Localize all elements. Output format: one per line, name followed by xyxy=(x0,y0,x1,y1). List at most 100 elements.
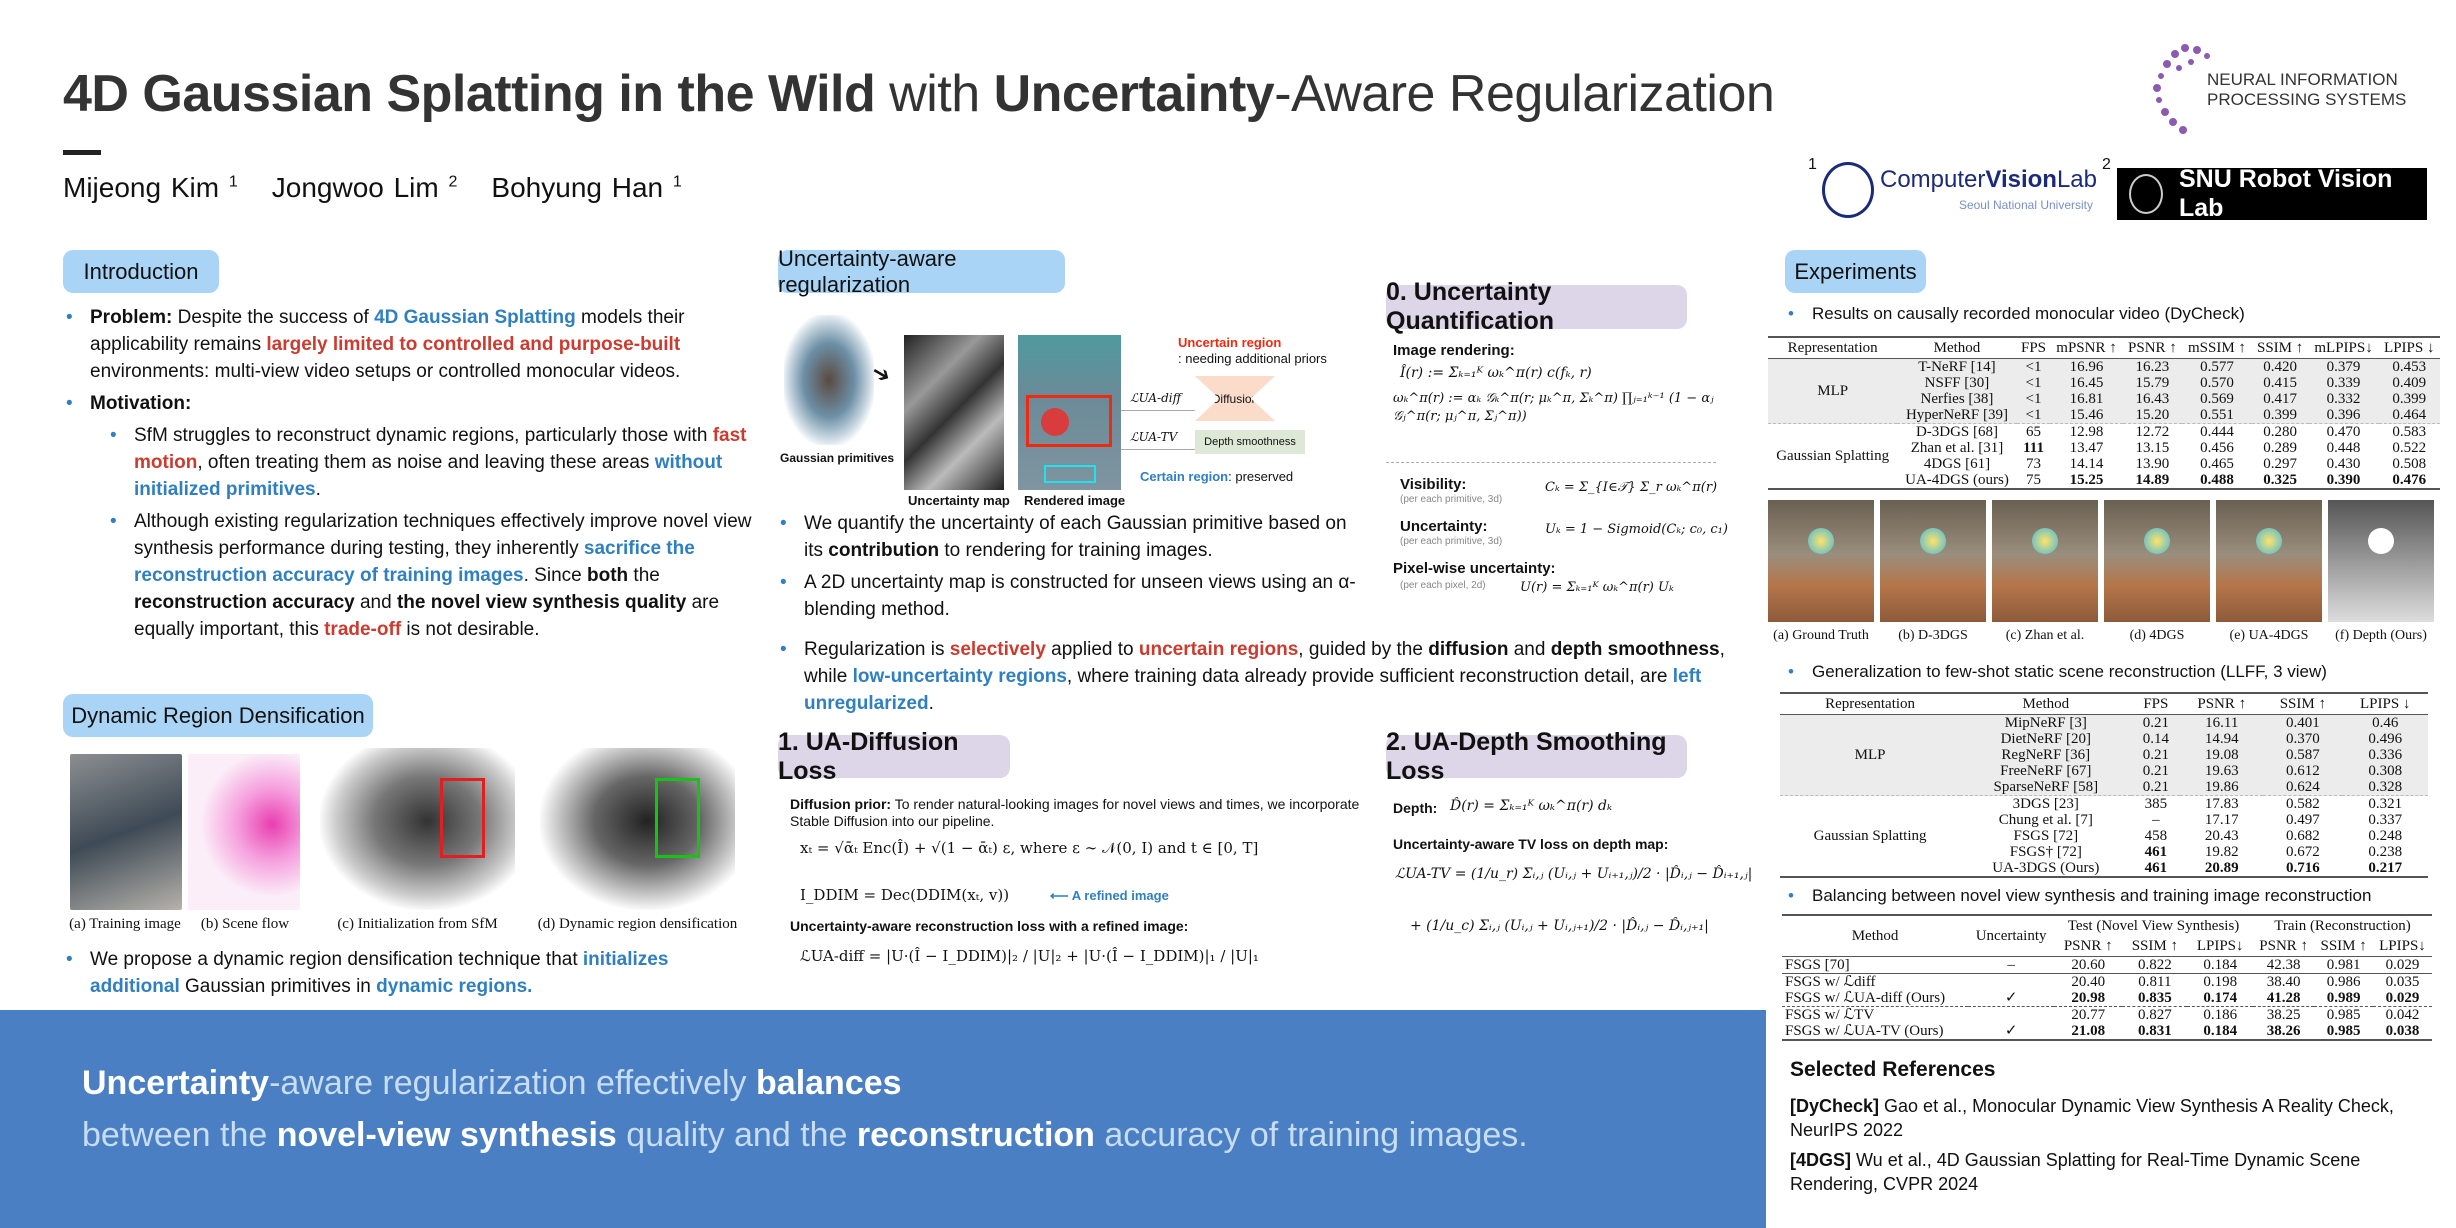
table-cell: 0.811 xyxy=(2138,974,2172,990)
tv-eq1: ℒUA-TV = (1/u_r) Σᵢ,ⱼ (Uᵢ,ⱼ + Uᵢ₊₁,ⱼ)/2 … xyxy=(1395,866,1753,882)
reference-item: [DyCheck] Gao et al., Monocular Dynamic … xyxy=(1790,1094,2430,1142)
qualitative-photo xyxy=(1768,500,1874,622)
table-cell: 461 xyxy=(2144,844,2168,860)
table-cell: UA-4DGS (ours) xyxy=(1905,472,2009,488)
table-cell: Zhan et al. [31] xyxy=(1910,440,2004,456)
table-cell: 0.21 xyxy=(2131,763,2181,779)
pinwheel-icon xyxy=(1808,528,1834,554)
text-segment: dynamic regions. xyxy=(376,976,533,997)
table-cell: 12.98 xyxy=(2069,424,2104,440)
table-cell: 0.716 xyxy=(2285,860,2320,876)
reference-item: [4DGS] Wu et al., 4D Gaussian Splatting … xyxy=(1790,1148,2430,1196)
text-segment: trade-off xyxy=(324,619,402,640)
text-segment: reconstruction xyxy=(856,1116,1095,1154)
takeaway-banner: Uncertainty-aware regularization effecti… xyxy=(0,1010,1766,1228)
references-list: [DyCheck] Gao et al., Monocular Dynamic … xyxy=(1790,1094,2430,1202)
table-cell: 0.370 xyxy=(2263,731,2343,747)
exp-bullet-1: Results on causally recorded monocular v… xyxy=(1788,302,2448,326)
pixel-eq: U(r) = Σₖ₌₁ᴷ ωₖ^π(r) Uₖ xyxy=(1520,580,1674,595)
table-cell: RegNeRF [36] xyxy=(1960,747,2132,763)
qualitative-photo xyxy=(2104,500,2210,622)
table-cell: FSGS w/ ℒTV xyxy=(1785,1007,1875,1023)
column-header: LPIPS ↓ xyxy=(2378,337,2440,359)
exp-bullet-2: Generalization to few-shot static scene … xyxy=(1788,660,2448,684)
visibility-sub: (per each primitive, 3d) xyxy=(1400,494,1503,505)
table-cell: D-3DGS [68] xyxy=(1915,424,1999,440)
table-cell: 0.336 xyxy=(2342,747,2428,763)
table-cell: 0.339 xyxy=(2308,375,2379,391)
column-header: PSNR ↑ xyxy=(2122,337,2183,359)
cvl-logo: 1 ComputerVisionLab Seoul National Unive… xyxy=(1808,156,2097,222)
table-cell: 0.583 xyxy=(2392,424,2427,440)
text-segment: is not desirable. xyxy=(401,619,540,640)
prior-text: To render natural-looking images for nov… xyxy=(790,796,1360,829)
table-cell: 385 xyxy=(2144,796,2168,812)
text-segment: diffusion xyxy=(1428,639,1509,660)
text-segment: A 2D uncertainty map is constructed for … xyxy=(804,572,1356,620)
uncertainty-label: Uncertainty: xyxy=(1400,518,1488,535)
intro-bullet-motivation: Motivation: SfM struggles to reconstruct… xyxy=(66,390,756,643)
column-header: FPS xyxy=(2016,337,2051,359)
table-cell: 0.21 xyxy=(2131,714,2181,731)
intro-sub-bullet: SfM struggles to reconstruct dynamic reg… xyxy=(110,422,756,503)
column-header: Method xyxy=(1782,915,1969,957)
table-cell: 14.94 xyxy=(2180,731,2264,747)
table-cell: 0.297 xyxy=(2263,456,2298,472)
table-cell: 0.672 xyxy=(2285,844,2320,860)
text-segment: without initialized primitives xyxy=(134,452,723,500)
column-header: PSNR ↑ xyxy=(2054,936,2123,957)
table-cell: 0.587 xyxy=(2263,747,2343,763)
l-uadiff-label: ℒUA-diff xyxy=(1130,391,1182,405)
cvl-a: Computer xyxy=(1880,166,1986,193)
table-cell: 0.577 xyxy=(2182,358,2252,375)
divider xyxy=(1386,462,1716,463)
table-cell: 16.11 xyxy=(2180,714,2264,731)
table-cell: DietNeRF [20] xyxy=(1960,731,2132,747)
text-segment: and xyxy=(1508,639,1551,660)
rvl-logo: SNU Robot Vision Lab xyxy=(2117,165,2427,222)
neurips-dots-icon xyxy=(2153,44,2210,134)
table-cell: 0.399 xyxy=(2378,391,2440,407)
table-cell: 0.488 xyxy=(2200,472,2234,488)
sfm-init-image xyxy=(320,748,515,910)
table-cell: 19.63 xyxy=(2180,763,2264,779)
table-cell: Nerfies [38] xyxy=(1897,391,2017,407)
table-cell: 17.17 xyxy=(2204,812,2239,828)
uncertainty-sub: (per each primitive, 3d) xyxy=(1400,536,1503,547)
text-segment: Despite the success of xyxy=(172,307,375,328)
table-cell: 0.14 xyxy=(2131,731,2181,747)
table-cell: 13.90 xyxy=(2135,456,2170,472)
table-cell: 0.186 xyxy=(2203,1007,2238,1023)
cvl-sub: Seoul National University xyxy=(1958,198,2093,212)
column-header: PSNR ↑ xyxy=(2252,936,2315,957)
uar-heading: Uncertainty-aware regularization xyxy=(778,246,1065,297)
table-cell: 14.89 xyxy=(2135,472,2170,488)
table-cell: 38.26 xyxy=(2266,1023,2301,1039)
pinwheel-icon xyxy=(2032,528,2058,554)
table-cell: 20.98 xyxy=(2071,990,2106,1006)
table-cell: 0.029 xyxy=(2385,990,2420,1006)
render-eq: Î(r) := Σₖ₌₁ᴷ ωₖ^π(r) c(fₖ, r) xyxy=(1400,365,1592,381)
table-cell: 0.396 xyxy=(2308,407,2379,424)
table-cell: SparseNeRF [58] xyxy=(1960,779,2132,796)
densified-image xyxy=(540,748,735,910)
text-segment: novel-view synthesis xyxy=(276,1116,617,1154)
author-name: Jongwoo Lim 2 xyxy=(271,172,458,203)
table-cell: 0.420 xyxy=(2251,358,2309,375)
tv-eq2: + (1/u_c) Σᵢ,ⱼ (Uᵢ,ⱼ + Uᵢ,ⱼ₊₁)/2 · |D̂ᵢ,… xyxy=(1410,918,1709,934)
table-cell: 0.379 xyxy=(2308,358,2379,375)
table-cell: 41.28 xyxy=(2266,990,2301,1006)
table-cell: 19.82 xyxy=(2204,844,2239,860)
table-cell: 15.20 xyxy=(2122,407,2183,424)
table-cell: UA-3DGS (Ours) xyxy=(1992,860,2100,876)
table-cell: 458 xyxy=(2144,828,2168,844)
text-segment: the novel view synthesis quality xyxy=(396,592,687,613)
column-header: SSIM ↑ xyxy=(2314,936,2373,957)
table-cell: 0.289 xyxy=(2263,440,2298,456)
column-header: mLPIPS↓ xyxy=(2308,337,2379,359)
